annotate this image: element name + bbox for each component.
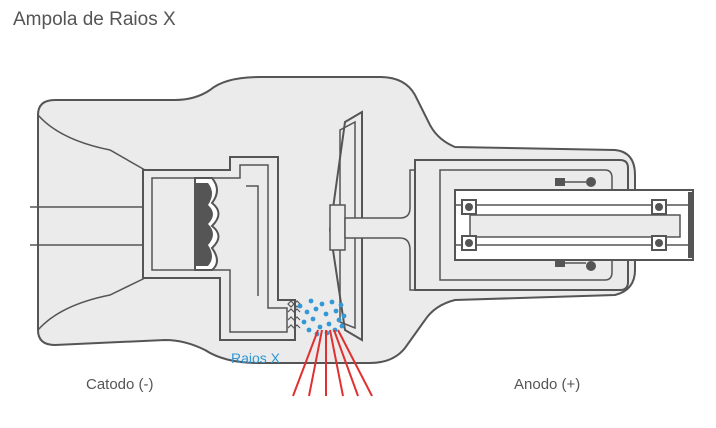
bearing-right-bottom-ball <box>655 239 663 247</box>
anode-stem-left <box>329 204 346 251</box>
filament-block <box>196 183 213 266</box>
anode-target-face <box>339 120 356 330</box>
bearing-left-top-ball <box>465 203 473 211</box>
cathode-housing <box>142 156 296 341</box>
cathode-feed <box>246 185 259 296</box>
stator-bottom-left <box>555 259 565 267</box>
glass-reflection-top <box>37 114 146 171</box>
cathode-label: Catodo (-) <box>86 376 154 393</box>
xray-label: Raios X <box>231 350 281 366</box>
anode-label: Anodo (+) <box>514 376 581 393</box>
rotor-end <box>688 192 694 258</box>
rotor-housing-inner <box>439 169 613 281</box>
bearing-left-bottom-ball <box>465 239 473 247</box>
xray-beams <box>292 329 373 397</box>
glass-reflection-bottom <box>37 277 146 331</box>
stator-top-left <box>555 178 565 186</box>
bearing-right-top-ball <box>655 203 663 211</box>
stator-top-right <box>586 177 596 187</box>
diagram-title: Ampola de Raios X <box>13 9 176 30</box>
stator-bottom-right <box>586 261 596 271</box>
rotor-core <box>469 214 681 238</box>
